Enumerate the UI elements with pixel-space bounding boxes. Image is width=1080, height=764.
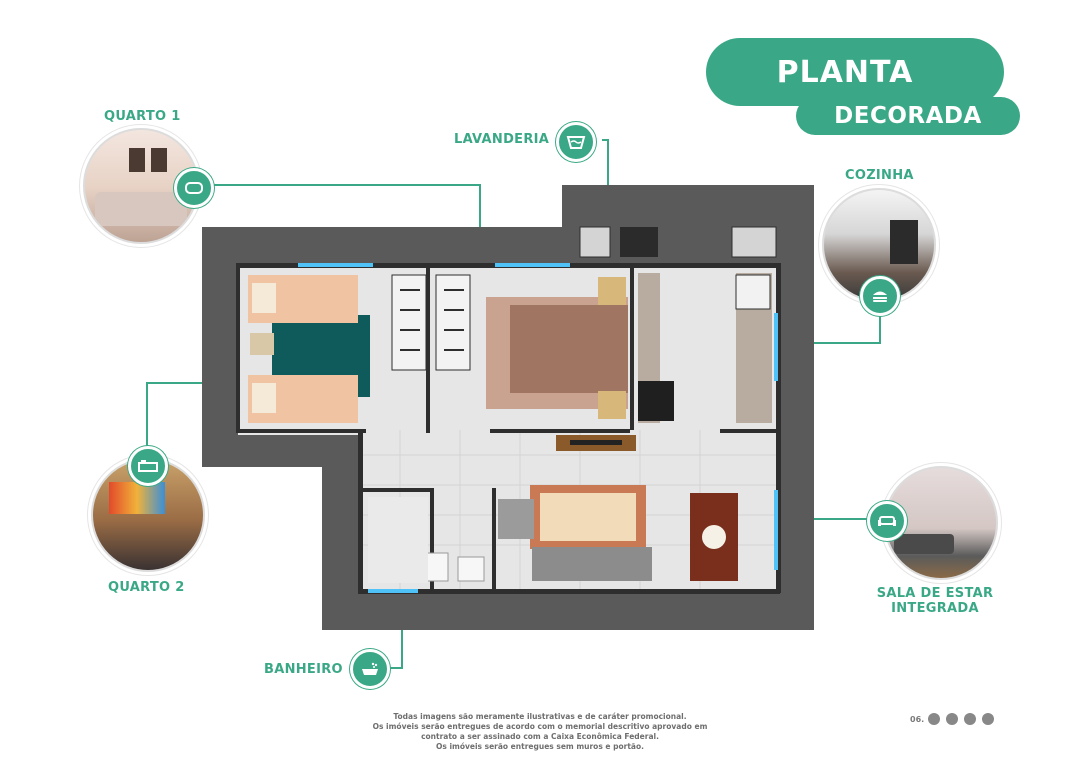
page-title-line1: PLANTA <box>776 54 914 90</box>
laundry-icon <box>556 122 596 162</box>
sofa-image <box>894 534 954 554</box>
page-dot-icon <box>946 713 959 725</box>
sala-label-line1: SALA DE ESTAR <box>876 586 994 601</box>
banheiro-label: BANHEIRO <box>264 662 343 677</box>
cozinha-label: COZINHA <box>845 168 914 183</box>
disclaimer-line1: Todas imagens são meramente ilustrativas… <box>393 712 687 721</box>
pagination: 06. <box>910 713 995 725</box>
floor-plan <box>202 185 814 630</box>
page-dot-icon <box>964 713 977 725</box>
disclaimer-line4: Os imóveis serão entregues sem muros e p… <box>436 742 644 751</box>
disclaimer-line2: Os imóveis serão entregues de acordo com… <box>372 722 708 731</box>
bed-icon <box>128 446 168 486</box>
oven-image <box>890 220 918 264</box>
sala-label: SALA DE ESTAR INTEGRADA <box>870 586 1000 616</box>
page-dot-icon <box>928 713 941 725</box>
burger-icon <box>860 276 900 316</box>
page-dot-icon <box>982 713 995 725</box>
disclaimer-line3: contrato a ser assinado com a Caixa Econ… <box>421 732 659 741</box>
quarto2-label: QUARTO 2 <box>108 580 185 595</box>
title-pill-decorada: DECORADA <box>796 97 1020 135</box>
wall-art <box>129 148 145 172</box>
quarto2-photo <box>91 458 205 572</box>
page-title-line2: DECORADA <box>834 103 982 129</box>
bed-image <box>95 192 187 226</box>
sala-label-line2: INTEGRADA <box>891 601 979 616</box>
quarto1-label: QUARTO 1 <box>104 109 181 124</box>
title-pill-planta: PLANTA <box>706 38 1004 106</box>
sofa-icon <box>867 501 907 541</box>
tree-art <box>109 482 165 514</box>
disclaimer: Todas imagens são meramente ilustrativas… <box>360 712 720 752</box>
lavanderia-label: LAVANDERIA <box>454 132 550 147</box>
bathtub-icon <box>350 649 390 689</box>
wall-art <box>151 148 167 172</box>
pillow-icon <box>174 168 214 208</box>
quarto1-photo <box>83 128 199 244</box>
page-number: 06. <box>910 714 925 724</box>
